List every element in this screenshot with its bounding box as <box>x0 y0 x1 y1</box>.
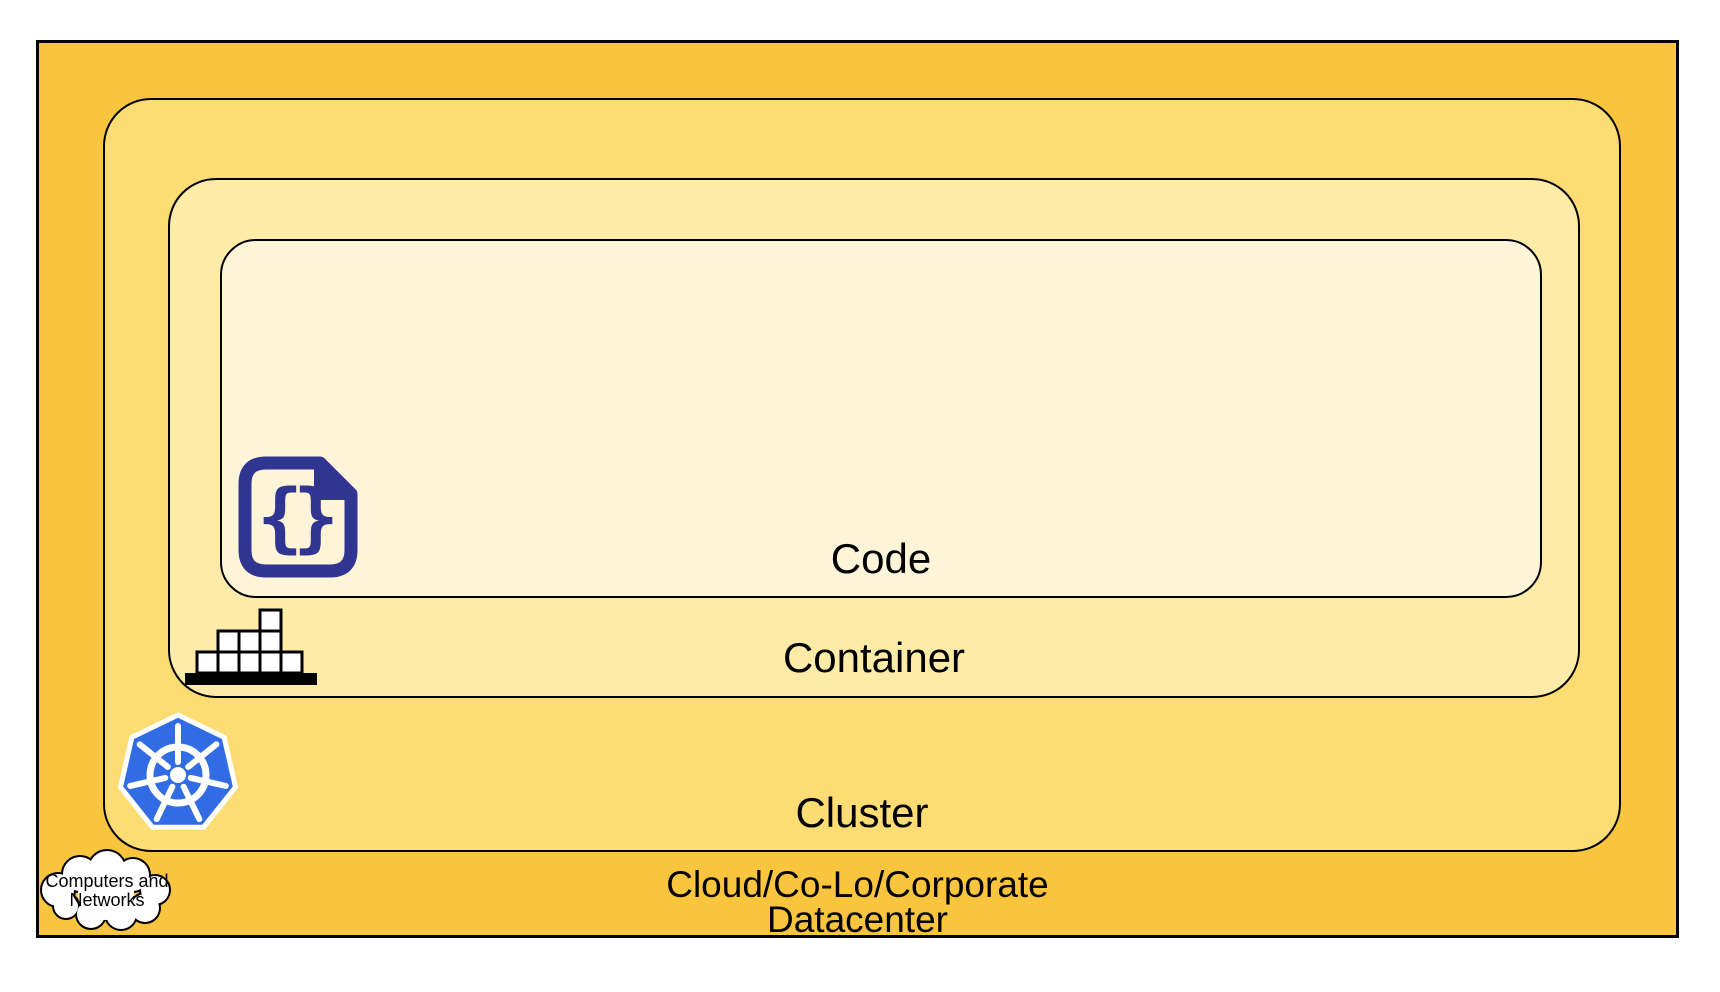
brick-group <box>195 608 304 675</box>
cluster-label: Cluster <box>795 789 929 836</box>
container-bricks-icon-svg <box>185 608 317 685</box>
datacenter-label-line1: Cloud/Co-Lo/Corporate <box>666 864 1049 905</box>
brick-base-bar <box>185 673 317 685</box>
brace-close-glyph: } <box>293 472 339 561</box>
cloud-callout-svg <box>40 849 171 931</box>
cloud-callout-line1: Computers and <box>45 871 169 891</box>
helm-wheel <box>127 723 229 823</box>
datacenter-label-line2: Datacenter <box>767 899 948 940</box>
code-file-icon: { } <box>238 456 358 583</box>
cloud-callout-text: Computers and Networks <box>28 872 186 910</box>
kubernetes-wheel-icon-svg <box>118 712 238 830</box>
brace-open-glyph: { <box>257 472 303 561</box>
layer-code <box>220 239 1542 598</box>
helm-hub <box>170 767 186 783</box>
kubernetes-wheel-icon <box>117 708 239 841</box>
document-outline <box>238 456 358 578</box>
cloud-inner-fill <box>42 851 169 929</box>
cloud-callout-line2: Networks <box>69 890 145 910</box>
document-fold-corner <box>314 459 355 500</box>
code-label: Code <box>830 535 932 582</box>
cloud-callout-icon: Computers and Networks <box>28 846 186 945</box>
container-label: Container <box>782 634 966 681</box>
datacenter-label: Cloud/Co-Lo/Corporate Datacenter <box>36 864 1679 940</box>
code-file-icon-svg: { } <box>238 456 358 578</box>
container-bricks-icon <box>183 606 319 691</box>
